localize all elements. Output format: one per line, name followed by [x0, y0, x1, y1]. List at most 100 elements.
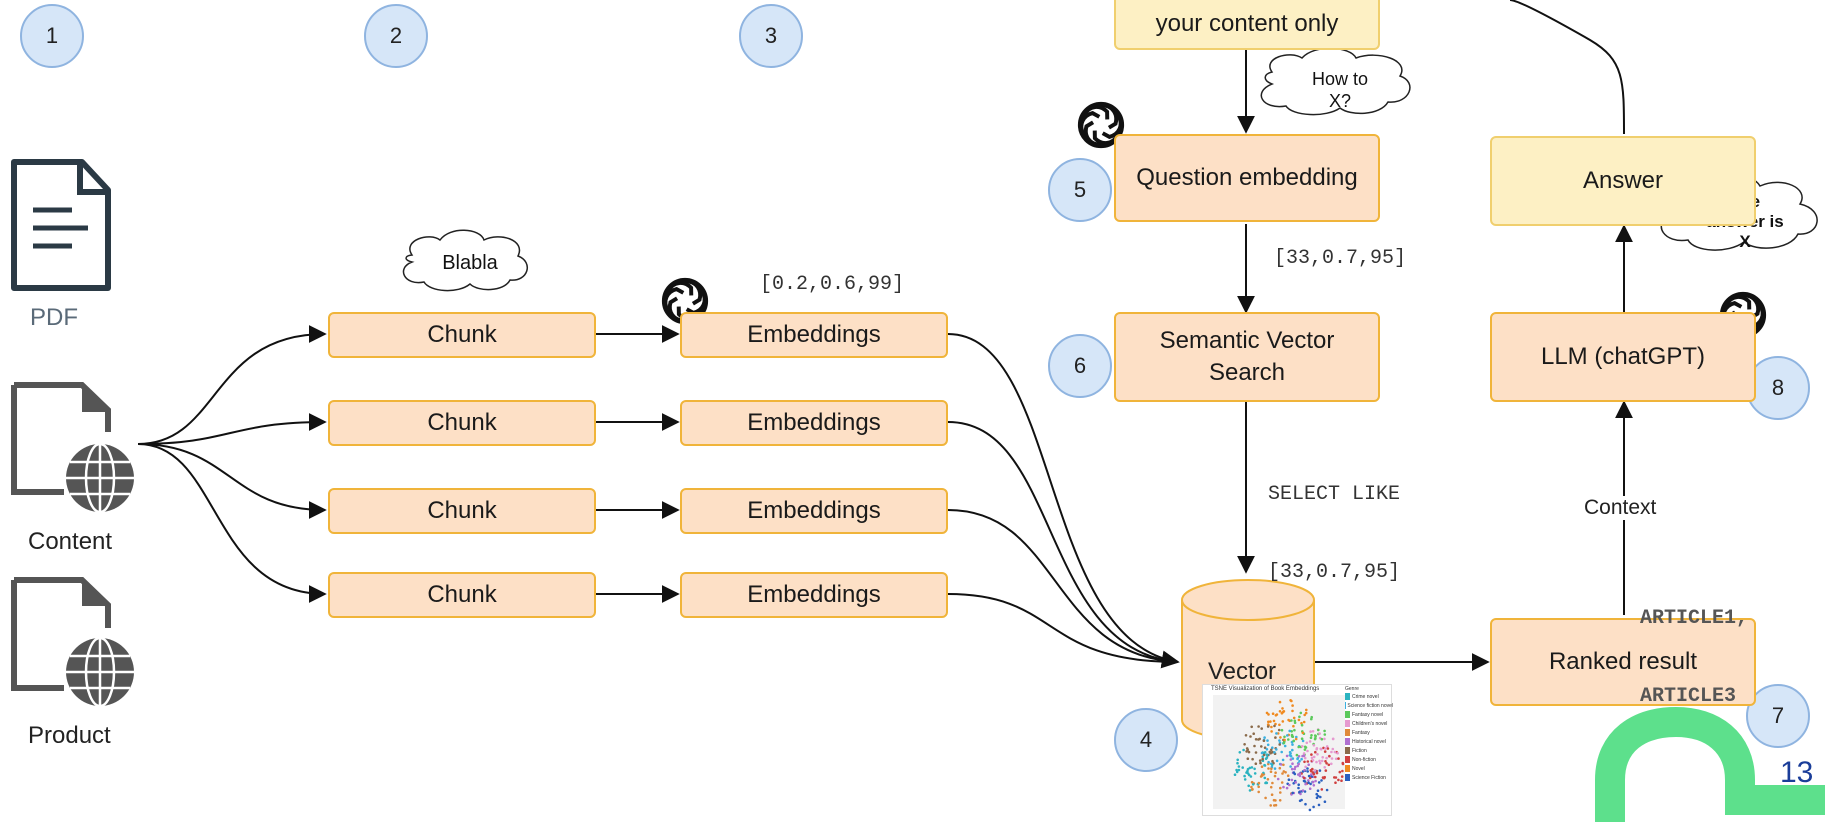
tsne-point — [1297, 762, 1300, 766]
tsne-point — [1242, 748, 1245, 752]
tsne-plot: TSNE Visualization of Book Embeddings Ge… — [1202, 684, 1393, 816]
tsne-point — [1258, 759, 1262, 762]
tsne-point — [1310, 756, 1314, 760]
tsne-point — [1302, 752, 1306, 755]
tsne-point — [1304, 711, 1308, 715]
tsne-point — [1270, 793, 1274, 796]
tsne-point — [1267, 767, 1270, 770]
context-label: Context — [1580, 496, 1661, 520]
tsne-point — [1278, 739, 1281, 742]
articles-line: ARTICLE3 — [1640, 685, 1737, 708]
tsne-point — [1261, 755, 1264, 758]
tsne-point — [1298, 774, 1302, 778]
tsne-point — [1250, 766, 1254, 769]
tsne-point — [1303, 790, 1307, 793]
question-cloud-line: How to — [1311, 69, 1369, 89]
tsne-point — [1275, 748, 1278, 751]
tsne-legend-label: Crime novel — [1352, 693, 1379, 700]
tsne-point — [1243, 743, 1246, 746]
tsne-point — [1282, 785, 1285, 789]
tsne-point — [1310, 753, 1313, 756]
tsne-point — [1324, 760, 1327, 763]
tsne-point — [1246, 767, 1250, 771]
tsne-point — [1300, 737, 1304, 740]
tsne-legend-swatch — [1345, 729, 1350, 736]
tsne-point — [1331, 747, 1335, 751]
tsne-point — [1296, 757, 1300, 760]
tsne-point — [1285, 786, 1289, 790]
tsne-point — [1307, 779, 1310, 782]
tsne-point — [1271, 759, 1274, 763]
tsne-point — [1290, 778, 1294, 782]
llm-box: LLM (chatGPT) — [1490, 312, 1756, 402]
tsne-point — [1251, 788, 1254, 791]
tsne-point — [1303, 713, 1306, 717]
tsne-point — [1254, 762, 1258, 765]
tsne-point — [1263, 746, 1267, 749]
tsne-point — [1312, 755, 1316, 759]
tsne-point — [1325, 756, 1328, 760]
semantic-search-line: Search — [1208, 359, 1286, 386]
tsne-point — [1279, 791, 1282, 794]
tsne-point — [1271, 746, 1274, 749]
tsne-point — [1238, 751, 1242, 754]
tsne-legend-item: Non-fiction — [1345, 755, 1393, 764]
tsne-point — [1274, 771, 1277, 774]
tsne-point — [1276, 777, 1280, 781]
tsne-point — [1292, 771, 1296, 774]
pdf-icon — [11, 159, 111, 291]
tsne-point — [1269, 720, 1272, 723]
tsne-legend-label: Fiction — [1352, 747, 1367, 754]
tsne-point — [1270, 767, 1273, 770]
tsne-point — [1298, 715, 1301, 719]
tsne-point — [1315, 760, 1318, 764]
tsne-point — [1312, 784, 1316, 787]
tsne-point — [1247, 750, 1251, 754]
tsne-point — [1307, 781, 1310, 784]
tsne-point — [1309, 773, 1313, 776]
tsne-point — [1274, 803, 1278, 807]
tsne-point — [1278, 799, 1282, 802]
tsne-point — [1310, 717, 1313, 721]
tsne-point — [1308, 808, 1312, 812]
tsne-point — [1320, 737, 1324, 741]
tsne-point — [1334, 781, 1337, 784]
question-embedding-box: Question embedding — [1114, 134, 1380, 222]
tsne-legend-label: Non-fiction — [1352, 756, 1376, 763]
tsne-point — [1281, 707, 1284, 710]
tsne-point — [1280, 728, 1284, 732]
tsne-point — [1299, 711, 1303, 715]
tsne-point — [1297, 786, 1300, 790]
tsne-point — [1337, 778, 1340, 782]
tsne-point — [1287, 738, 1290, 741]
tsne-point — [1330, 757, 1334, 760]
tsne-point — [1340, 775, 1344, 778]
tsne-legend-item: Crime novel — [1345, 692, 1393, 701]
chunk-box: Chunk — [328, 572, 596, 618]
tsne-point — [1291, 762, 1294, 765]
tsne-point — [1286, 734, 1289, 737]
tsne-point — [1316, 789, 1320, 792]
tsne-point — [1269, 785, 1273, 789]
tsne-point — [1317, 728, 1320, 732]
tsne-point — [1273, 767, 1277, 770]
tsne-point — [1304, 782, 1307, 786]
tsne-point — [1265, 711, 1269, 715]
tsne-point — [1325, 788, 1329, 792]
tsne-point — [1294, 765, 1297, 769]
tsne-point — [1318, 761, 1322, 765]
tsne-point — [1263, 776, 1267, 780]
tsne-point — [1284, 771, 1287, 774]
tsne-point — [1281, 720, 1285, 723]
tsne-point — [1250, 785, 1253, 789]
tsne-point — [1298, 790, 1301, 794]
tsne-point — [1266, 739, 1269, 742]
tsne-legend-item: Historical novel — [1345, 737, 1393, 746]
page-number: 13 — [1780, 756, 1814, 789]
tsne-legend-item: Fantasy — [1345, 728, 1393, 737]
tsne-point — [1315, 747, 1319, 750]
embeddings-box: Embeddings — [680, 312, 948, 358]
tsne-point — [1325, 762, 1328, 765]
tsne-point — [1327, 763, 1331, 767]
